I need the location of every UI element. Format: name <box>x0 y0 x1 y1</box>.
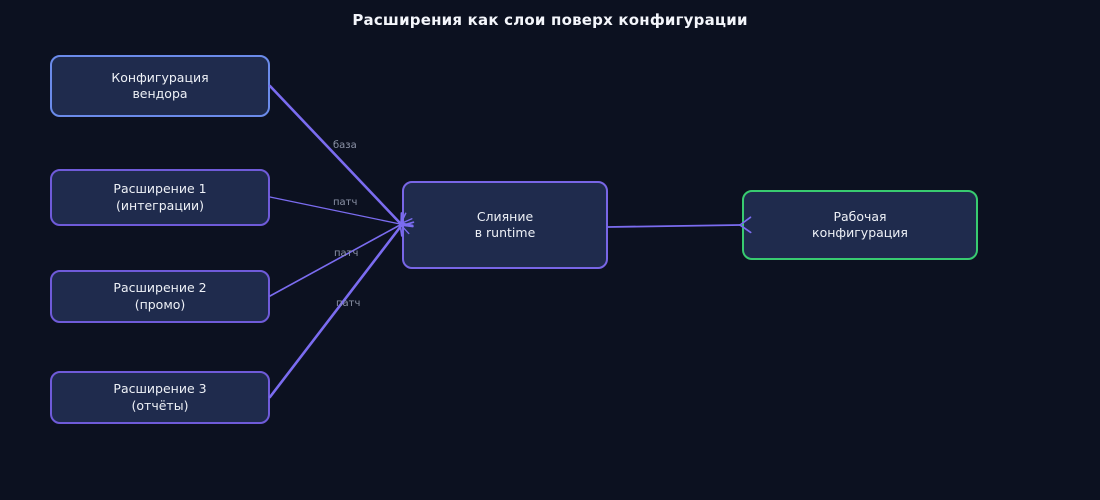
node-extension-1-line1: Расширение 1 <box>113 181 207 196</box>
diagram-title: Расширения как слои поверх конфигурации <box>352 11 748 29</box>
node-merge-runtime-line1: Слияние <box>476 208 534 224</box>
node-extension-1: Расширение 1 (интеграции) <box>50 169 270 226</box>
edge-label-baza: база <box>333 140 357 151</box>
node-vendor-config-line1: Конфигурация <box>111 69 209 85</box>
node-extension-3-line1: Расширение 3 <box>113 381 207 396</box>
node-extension-2-line2: (промо) <box>134 296 186 312</box>
node-extension-1-line2: (интеграции) <box>116 197 204 213</box>
node-extension-3: Расширение 3 (отчёты) <box>50 371 270 424</box>
node-vendor-config-line2: вендора <box>132 86 188 101</box>
node-extension-3-line2: (отчёты) <box>131 397 189 413</box>
node-merge-runtime: Слияние в runtime <box>402 181 608 269</box>
node-work-config-line2: конфигурация <box>812 225 908 240</box>
node-extension-2-line1: Расширение 2 <box>113 280 207 295</box>
edge-label-patch-2: патч <box>334 248 359 259</box>
node-extension-2: Расширение 2 (промо) <box>50 270 270 323</box>
node-vendor-config: Конфигурация вендора <box>50 55 270 117</box>
edge-label-patch-1: патч <box>333 197 358 208</box>
node-merge-runtime-line2: в runtime <box>474 225 536 240</box>
node-work-config: Рабочая конфигурация <box>742 190 978 260</box>
node-work-config-line1: Рабочая <box>833 208 887 224</box>
edge-label-patch-3: патч <box>336 298 361 309</box>
